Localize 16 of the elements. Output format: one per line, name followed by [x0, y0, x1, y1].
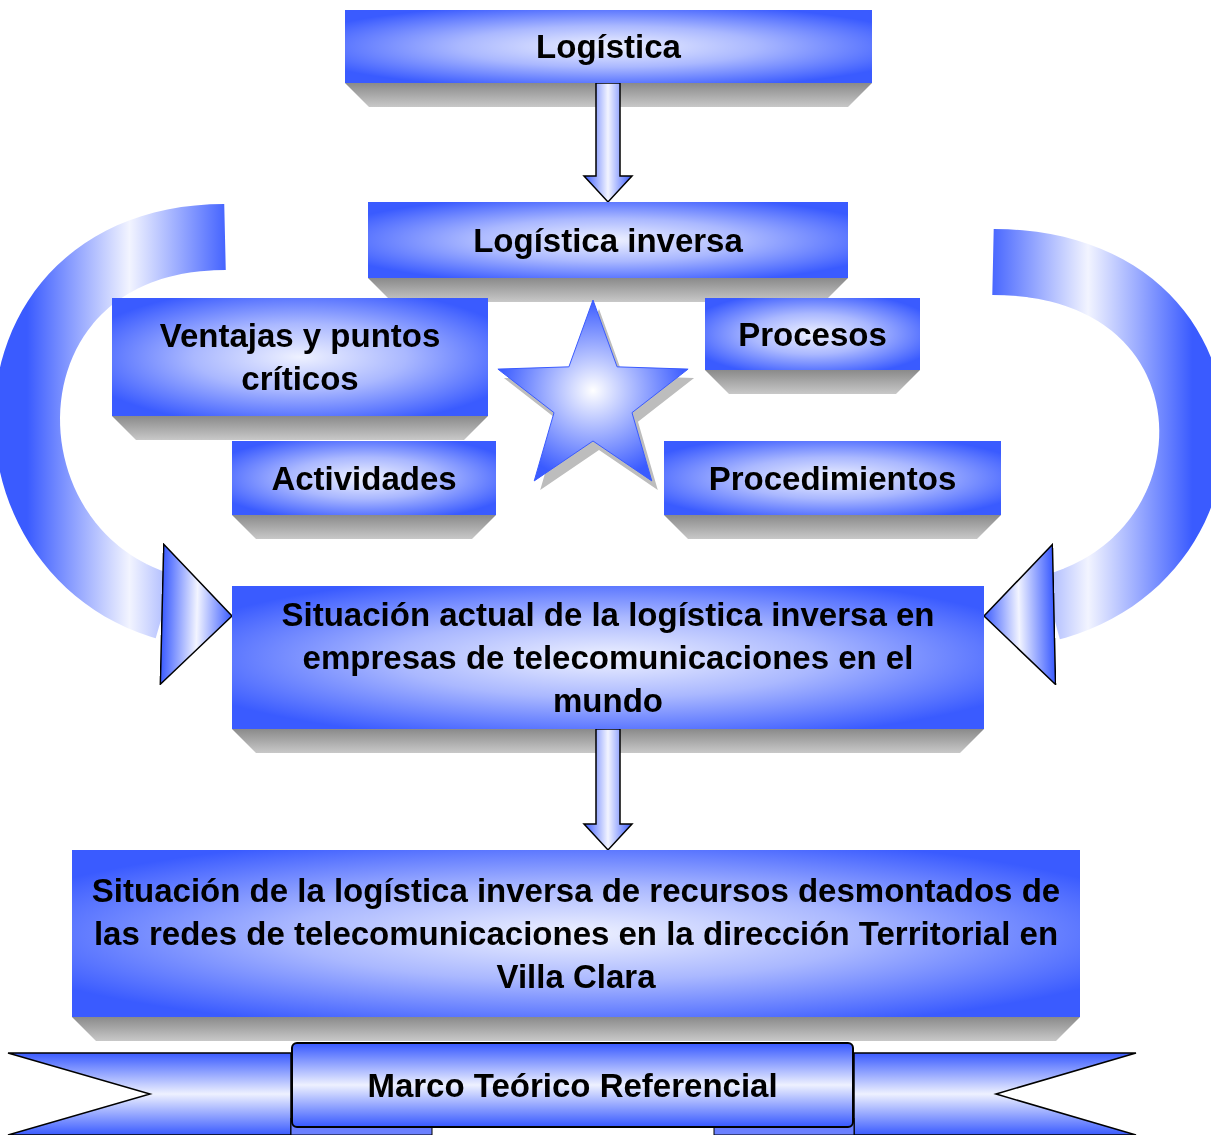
topic-box — [345, 10, 872, 83]
box-label: Marco Teórico Referencial — [366, 1065, 779, 1106]
topic-box — [112, 298, 488, 416]
topic-box — [72, 850, 1080, 1017]
block-arrow — [582, 82, 634, 204]
box-label: Situación de la logística inversa de recursos desmontados de las redes de telecomunicaciones en la dirección Territorial en Villa Clara — [90, 871, 1062, 997]
box-label: Ventajas y puntos críticos — [158, 316, 442, 399]
box-label: Procesos — [737, 314, 888, 355]
box-label: Actividades — [270, 458, 458, 499]
box-label: Logística — [535, 27, 682, 67]
topic-box — [368, 202, 848, 278]
block-arrow — [582, 728, 634, 852]
box-label: Logística inversa — [472, 220, 744, 261]
topic-box — [232, 586, 984, 729]
box-label: Procedimientos — [707, 458, 958, 499]
box-label: Situación actual de la logística inversa en empresas de telecomunicaciones en el mundo — [280, 595, 936, 721]
